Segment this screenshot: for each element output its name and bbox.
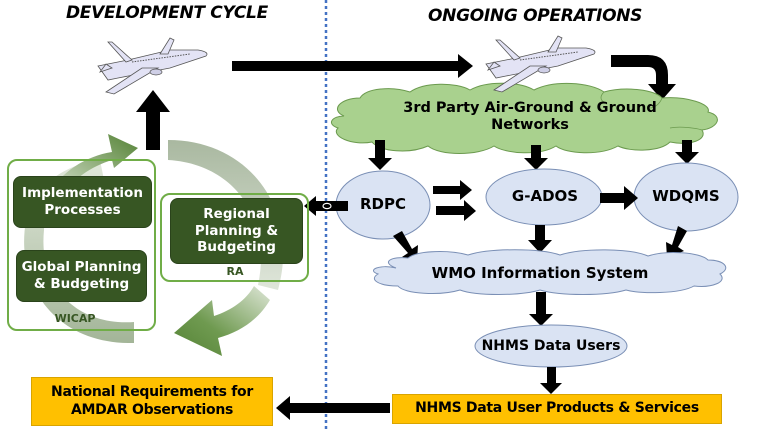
national-requirements-box: National Requirements for AMDAR Observat…	[31, 377, 273, 426]
nhms-users-label: NHMS Data Users	[481, 337, 621, 354]
arrow-networks-to-gados	[524, 145, 548, 170]
arrow-networks-to-wdqms	[675, 140, 699, 164]
arrow-rdpc-to-gados-1	[433, 180, 472, 200]
wis-cloud-label: WMO Information System	[431, 264, 649, 283]
nhms-products-box: NHMS Data User Products & Services	[392, 394, 722, 424]
arrow-users-to-products	[540, 367, 562, 394]
arrow-dev-to-ops	[232, 54, 473, 78]
wis-cloud	[373, 249, 727, 295]
development-cycle-heading: DEVELOPMENT CYCLE	[66, 3, 268, 23]
cycle-arrowhead-bottom	[174, 286, 270, 356]
cycle-arc-right	[168, 140, 284, 290]
airplane-icon	[485, 35, 596, 93]
rdpc-label: RDPC	[359, 195, 406, 214]
airplane-icon	[97, 37, 208, 95]
arrow-rdpc-to-wis	[393, 231, 418, 262]
arrow-gados-to-wdqms	[600, 186, 638, 210]
arrow-wdqms-to-wis	[666, 226, 687, 258]
ra-label: RA	[226, 265, 244, 278]
arrow-wis-to-users	[529, 292, 553, 326]
arrow-label-marker	[322, 202, 332, 210]
regional-planning-box: Regional Planning & Budgeting	[170, 198, 303, 264]
networks-cloud-label: 3rd Party Air-Ground & Ground Networks	[403, 99, 657, 133]
arrow-aircraft-to-networks	[611, 55, 676, 100]
wicap-label: WICAP	[54, 312, 96, 325]
arrow-to-aircraft-dev	[136, 90, 170, 150]
gados-label: G-ADOS	[511, 187, 579, 206]
ongoing-operations-heading: ONGOING OPERATIONS	[428, 6, 643, 26]
cloud-detail-lines	[600, 91, 703, 131]
arrow-products-to-requirements	[276, 396, 390, 420]
ra-group	[160, 193, 309, 282]
global-planning-box: Global Planning & Budgeting	[16, 250, 147, 302]
wdqms-label: WDQMS	[652, 187, 720, 206]
wicap-group	[7, 159, 156, 331]
arrow-rdpc-to-gados-2	[436, 200, 476, 221]
arrow-gados-to-wis	[528, 225, 552, 253]
implementation-processes-box: Implementation Processes	[13, 176, 152, 228]
arrow-rdpc-to-regional	[304, 196, 348, 216]
arrow-networks-to-rdpc	[368, 140, 392, 170]
